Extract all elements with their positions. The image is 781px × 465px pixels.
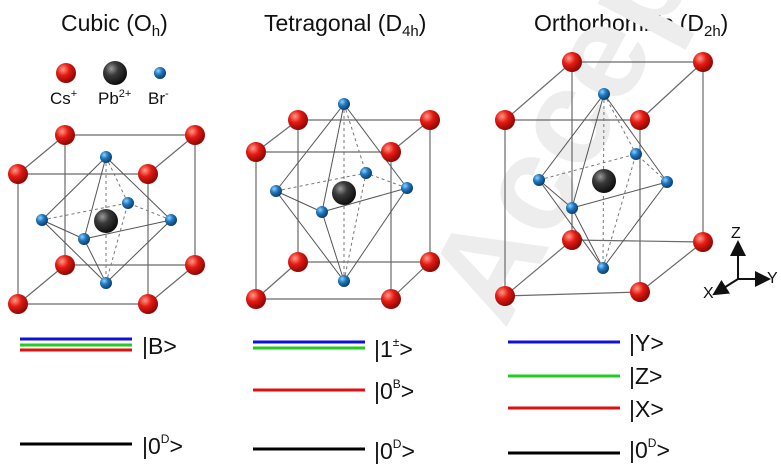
title-cubic-main: Cubic (O <box>61 10 152 36</box>
legend-br-base: Br <box>148 89 165 108</box>
cubic-levels <box>20 337 132 446</box>
axes-indicator <box>712 240 771 296</box>
tetragonal-ket-upper-base: |1 <box>374 336 393 362</box>
legend-pb-base: Pb <box>98 89 119 108</box>
orthorhombic-levels <box>508 340 620 455</box>
tetragonal-ket-ground: |0D> <box>374 437 415 465</box>
tetragonal-ket-upper: |1±> <box>374 335 413 363</box>
tetragonal-ket-upper-sup: ± <box>392 335 400 349</box>
orthorhombic-ket-y: |Y> <box>629 330 664 356</box>
cubic-ket-ground-close: > <box>169 433 183 459</box>
legend-pb-sup: 2+ <box>118 88 132 100</box>
orthorhombic-structure <box>495 52 713 306</box>
orthorhombic-ket-ground: |0D> <box>629 436 670 464</box>
tetragonal-ket-mid: |0B> <box>374 377 414 405</box>
orthorhombic-ket-ground-sup: D <box>647 436 657 450</box>
legend-br-atom <box>154 67 166 79</box>
legend-br-sup: - <box>165 88 169 100</box>
orthorhombic-ket-ground-close: > <box>656 437 670 463</box>
tetragonal-ket-ground-close: > <box>401 438 415 464</box>
orthorhombic-ket-x: |X> <box>629 396 664 422</box>
tetragonal-atoms <box>246 98 440 309</box>
legend-cs-label: Cs+ <box>50 88 77 109</box>
title-orthorhombic-sub: 2h <box>703 23 721 40</box>
cubic-cs-atoms <box>8 125 205 314</box>
tetragonal-ket-mid-base: |0 <box>374 378 393 404</box>
legend-cs-sup: + <box>70 88 78 100</box>
axis-z-label: Z <box>731 225 741 242</box>
cubic-ket-ground: |0D> <box>142 432 183 460</box>
axis-y-label: Y <box>767 270 778 287</box>
orthorhombic-atoms <box>495 52 713 306</box>
legend-br-label: Br- <box>148 88 169 109</box>
title-tetragonal-main: Tetragonal (D <box>264 10 403 36</box>
title-orthorhombic-close: ) <box>720 10 729 36</box>
watermark: Accepted <box>397 0 781 344</box>
tetragonal-levels <box>253 340 365 451</box>
legend-pb-label: Pb2+ <box>98 88 131 109</box>
title-cubic-sub: h <box>151 23 161 40</box>
tetragonal-ket-mid-close: > <box>400 378 415 404</box>
tetragonal-ket-mid-sup: B <box>392 377 401 391</box>
title-orthorhombic-main: Orthorhombic (D <box>534 10 704 36</box>
legend-cs-atom <box>56 63 76 83</box>
cubic-ket-upper: |B> <box>142 333 177 359</box>
tetragonal-ket-ground-base: |0 <box>374 438 393 464</box>
title-orthorhombic: Orthorhombic (D2h) <box>534 10 728 40</box>
title-tetragonal: Tetragonal (D4h) <box>264 10 426 40</box>
tetragonal-structure <box>246 98 440 309</box>
title-tetragonal-close: ) <box>418 10 427 36</box>
cubic-structure <box>8 125 205 314</box>
legend-pb-atom <box>103 61 127 85</box>
title-tetragonal-sub: 4h <box>402 23 419 40</box>
title-cubic: Cubic (Oh) <box>61 10 168 40</box>
orthorhombic-ket-z: |Z> <box>629 363 663 389</box>
orthorhombic-ket-ground-base: |0 <box>629 437 648 463</box>
tetragonal-ket-ground-sup: D <box>392 437 402 451</box>
cubic-ket-ground-base: |0 <box>142 433 161 459</box>
x-axis-arrow <box>712 278 739 296</box>
axis-x-label: X <box>703 285 714 302</box>
cubic-ket-ground-sup: D <box>160 432 170 446</box>
title-cubic-close: ) <box>160 10 168 36</box>
tetragonal-ket-upper-close: > <box>399 336 413 362</box>
legend-cs-base: Cs <box>50 89 71 108</box>
